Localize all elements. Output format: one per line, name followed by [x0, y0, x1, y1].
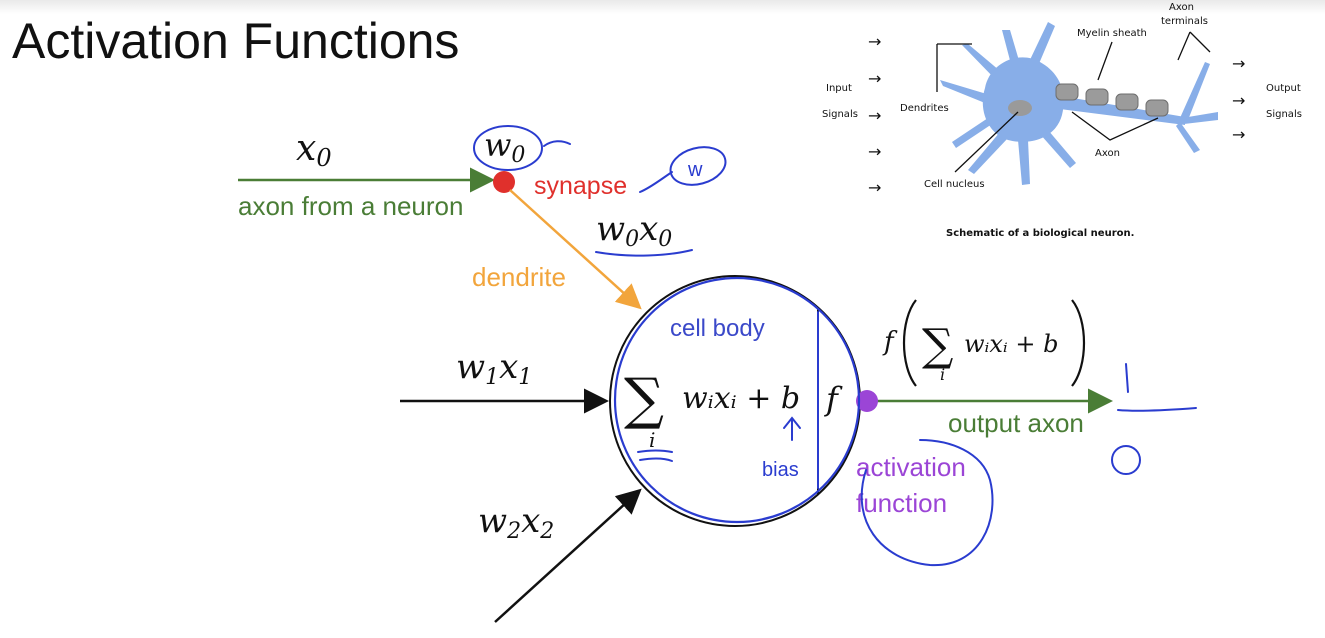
- ink-stroke-one: [1126, 364, 1128, 392]
- input-x0: x0: [296, 128, 332, 172]
- artificial-neuron-model: x0 axon from a neuron w0 synapse dendrit…: [238, 126, 1108, 622]
- product-w0x0: w0x0: [596, 209, 672, 252]
- output-formula-f: f: [882, 327, 898, 357]
- ink-underline-sum-index: [638, 451, 672, 462]
- input-w2x2: w2x2: [478, 501, 554, 544]
- bio-axon-label: Axon: [1095, 148, 1120, 159]
- output-formula-sum: ∑: [922, 320, 953, 371]
- input-arrow-2: →: [868, 69, 881, 88]
- output-formula-inner: wᵢxᵢ + b: [964, 330, 1058, 358]
- dendrite-label: dendrite: [472, 262, 566, 292]
- input-w2x2-arrow: [495, 492, 638, 622]
- activation-label-line2: function: [856, 488, 947, 518]
- output-arrow-2: →: [1232, 91, 1245, 110]
- bio-cell-nucleus-label: Cell nucleus: [924, 179, 985, 190]
- ink-circle-zero: [1112, 446, 1140, 474]
- bio-output-signals-label: Signals: [1266, 109, 1302, 120]
- ink-tail-w0: [544, 141, 570, 146]
- bio-axon-terminals-label-1: Axon: [1169, 2, 1194, 13]
- bio-input-signals-label: Signals: [822, 109, 858, 120]
- axon-label: axon from a neuron: [238, 191, 463, 221]
- cell-nucleus-shape: [1008, 100, 1032, 116]
- bio-input-label: Input: [826, 83, 852, 94]
- output-formula-index: i: [940, 365, 945, 384]
- output-formula: f ∑ i wᵢxᵢ + b: [882, 300, 1084, 386]
- sum-symbol: ∑: [624, 367, 664, 432]
- output-formula-right-paren: [1072, 300, 1084, 386]
- ink-tail-w: [640, 172, 672, 192]
- activation-f-symbol: f: [824, 380, 843, 418]
- cell-body-label: cell body: [670, 315, 765, 342]
- synapse-dot: [493, 171, 515, 193]
- output-formula-left-paren: [904, 300, 916, 386]
- input-arrow-4: →: [868, 142, 881, 161]
- ink-bias-note: bias: [762, 459, 799, 481]
- ink-divider-line: [1118, 408, 1196, 411]
- bio-output-label: Output: [1266, 83, 1301, 94]
- biological-neuron-figure: → → → → → → → →: [822, 2, 1302, 239]
- bio-axon-terminals-label-2: terminals: [1161, 16, 1208, 27]
- output-axon-label: output axon: [948, 408, 1084, 438]
- input-arrow-5: →: [868, 178, 881, 197]
- bio-dendrites-label: Dendrites: [900, 103, 949, 114]
- ink-bias-arrow: [784, 418, 800, 440]
- bio-neuron-body: [940, 22, 1218, 185]
- sum-terms: wᵢxᵢ + b: [682, 381, 800, 416]
- output-arrow-3: →: [1232, 125, 1245, 144]
- input-w1x1: w1x1: [456, 347, 532, 390]
- bio-figure-caption: Schematic of a biological neuron.: [946, 228, 1134, 239]
- activation-label-line1: activation: [856, 452, 966, 482]
- synapse-label: synapse: [534, 172, 627, 200]
- ink-w-note: w: [687, 159, 703, 181]
- weight-w0: w0: [484, 126, 525, 168]
- input-arrow-3: →: [868, 106, 881, 125]
- bio-myelin-label: Myelin sheath: [1077, 28, 1147, 39]
- input-arrow-1: →: [868, 32, 881, 51]
- sum-index: i: [649, 428, 655, 452]
- output-arrow-1: →: [1232, 54, 1245, 73]
- ink-underline-w0x0: [596, 250, 692, 256]
